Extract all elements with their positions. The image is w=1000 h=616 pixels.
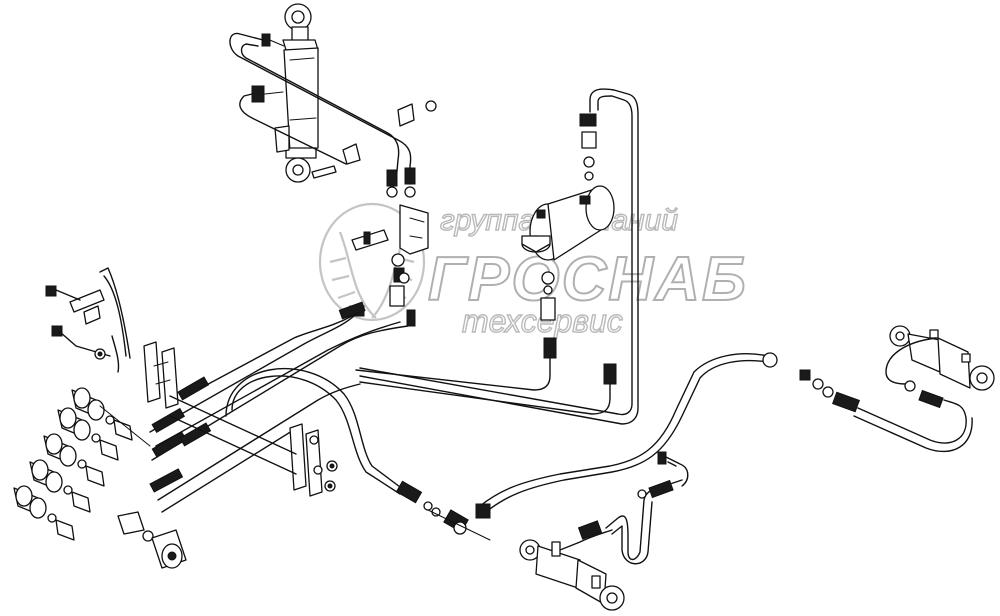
coupling-3	[43, 433, 105, 487]
pipes-pump	[355, 88, 639, 425]
hose-bundle	[149, 301, 409, 513]
coupling-bottom	[117, 511, 187, 569]
lift-cylinder-top	[251, 3, 437, 183]
leader-lines	[99, 405, 491, 541]
hose-curved	[225, 367, 469, 535]
cylinder-bottom	[519, 451, 689, 611]
left-brackets	[45, 267, 338, 497]
cylinder-right	[853, 325, 995, 453]
pipe-right	[475, 352, 860, 519]
hydraulic-pump	[521, 113, 615, 321]
watermark-line3: техсервис	[462, 303, 623, 339]
pipes-top	[229, 32, 416, 198]
watermark-line2: ГРОСНАБ	[428, 245, 748, 314]
left-couplings	[13, 387, 187, 569]
coupling-2	[57, 407, 119, 461]
coupling-5	[13, 485, 75, 541]
coupling-4	[29, 459, 91, 513]
coupling-1	[71, 387, 133, 441]
